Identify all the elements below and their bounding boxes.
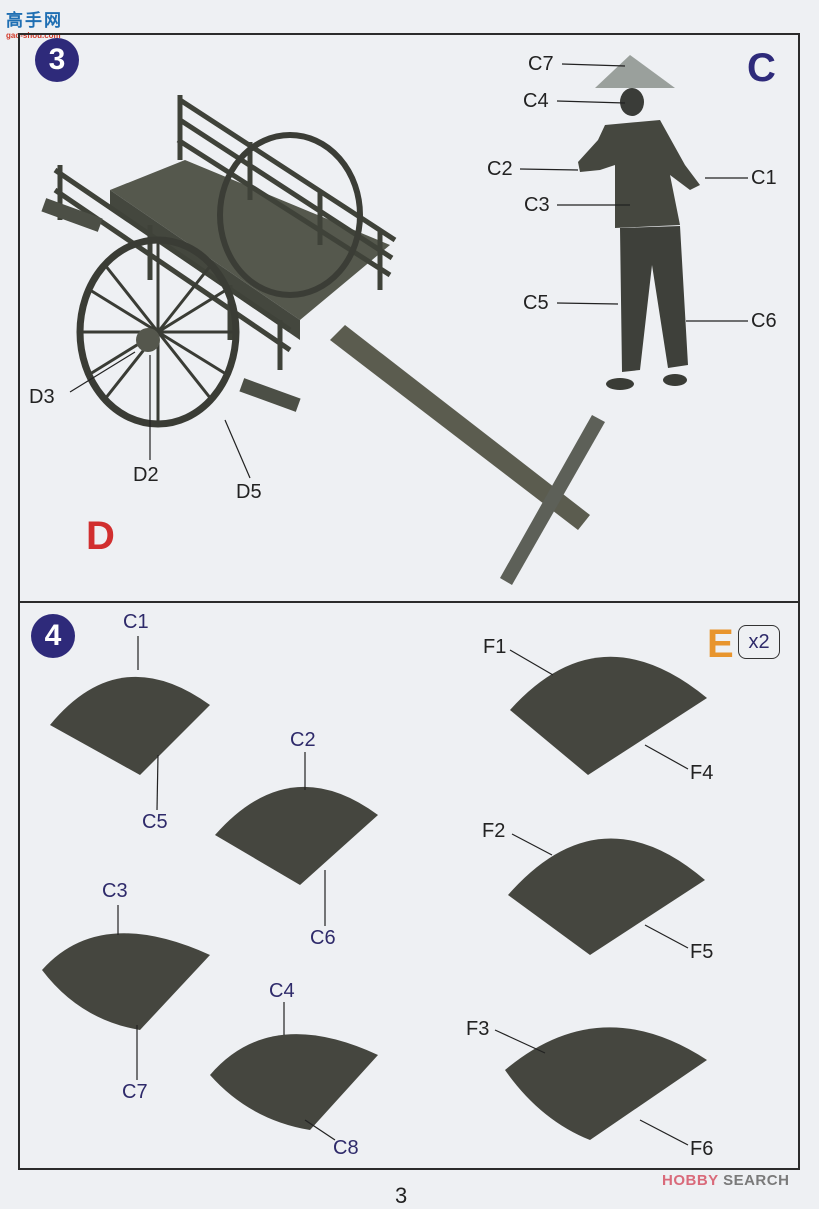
part-label-c1: C1 [751, 167, 777, 189]
part-label-f5: F5 [690, 941, 714, 963]
hobbysearch-watermark: HOBBY SEARCH [662, 1172, 789, 1189]
page-number: 3 [395, 1183, 408, 1208]
figure-illustration [578, 55, 700, 390]
part-label-c2: C2 [487, 158, 513, 180]
sprue-letter-d: D [86, 514, 115, 558]
part-label-c3: C3 [524, 194, 550, 216]
part-label-c8: C8 [333, 1137, 359, 1159]
part-label-d2: D2 [133, 464, 159, 486]
part-label-f3: F3 [466, 1018, 490, 1040]
watermark-brand-hobby: HOBBY [662, 1172, 719, 1189]
part-label-f1: F1 [483, 636, 507, 658]
part-label-c4: C4 [523, 90, 549, 112]
watermark-brand-search: SEARCH [723, 1172, 790, 1189]
part-label-c7: C7 [528, 53, 554, 75]
step-3-badge: 3 [35, 38, 79, 82]
part-label-f4: F4 [690, 762, 714, 784]
part-label-c5: C5 [523, 292, 549, 314]
step-4-badge: 4 [31, 614, 75, 658]
part-label-c5: C5 [142, 811, 168, 833]
part-label-f2: F2 [482, 820, 506, 842]
part-label-d3: D3 [29, 386, 55, 408]
watermark-url: gao-shou.com [6, 31, 61, 40]
part-label-c3: C3 [102, 880, 128, 902]
part-label-c1: C1 [123, 611, 149, 633]
part-label-c2: C2 [290, 729, 316, 751]
part-label-d5: D5 [236, 481, 262, 503]
quantity-badge: x2 [738, 625, 780, 659]
sprue-letter-c: C [747, 46, 776, 90]
part-label-c6: C6 [310, 927, 336, 949]
sack-illustrations [42, 656, 707, 1140]
sprue-letter-e: E [707, 622, 734, 666]
watermark-title: 高手网 [6, 11, 63, 30]
part-label-c7: C7 [122, 1081, 148, 1103]
part-label-c6: C6 [751, 310, 777, 332]
site-watermark-logo: 高手网 gao-shou.com [6, 6, 68, 40]
part-label-f6: F6 [690, 1138, 714, 1160]
step-divider [18, 601, 800, 603]
part-label-c4: C4 [269, 980, 295, 1002]
cart-illustration [41, 95, 605, 585]
